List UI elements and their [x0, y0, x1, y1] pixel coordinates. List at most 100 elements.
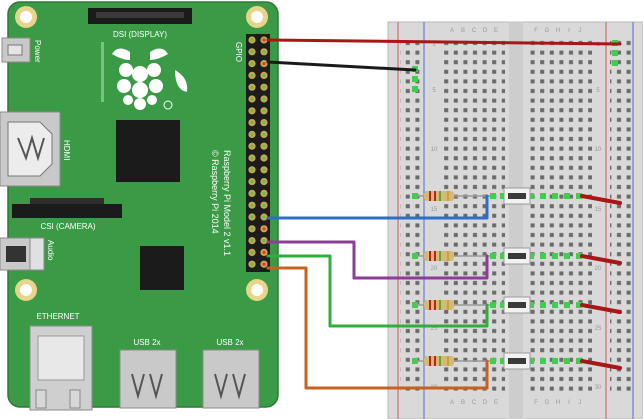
- row-number: 25: [431, 326, 438, 332]
- gpio-pin-center: [250, 38, 254, 42]
- row-number: 10: [595, 147, 602, 153]
- holes-right: [528, 38, 592, 393]
- gpio-pin-center: [250, 132, 254, 136]
- gpio-pin-center: [250, 227, 254, 231]
- row-number: 5: [432, 88, 436, 94]
- gpio-pin-center: [250, 215, 254, 219]
- power-label: Power: [33, 40, 42, 63]
- column-labels-top: A B C D E F G H I J: [450, 28, 582, 34]
- col-label: F: [534, 28, 538, 34]
- push-button: [503, 187, 531, 205]
- gpio-pin-center: [262, 215, 266, 219]
- col-label: I: [568, 400, 570, 406]
- column-labels-bottom: A B C D E F G H I J: [450, 400, 582, 406]
- gpio-pin-center: [262, 132, 266, 136]
- gpio-pin-center: [250, 203, 254, 207]
- row-number: 20: [431, 266, 438, 272]
- wire-blue: [266, 194, 489, 220]
- resistor: [416, 300, 490, 310]
- gpio-pins: [248, 36, 268, 268]
- col-label: A: [450, 28, 454, 34]
- usb1-label: USB 2x: [133, 338, 160, 347]
- col-label: H: [556, 28, 560, 34]
- resistor: [416, 191, 490, 201]
- rail-right: [610, 38, 632, 393]
- dsi-label: DSI (DISPLAY): [113, 30, 167, 39]
- row-number: 10: [431, 147, 438, 153]
- ethernet-label: ETHERNET: [36, 312, 79, 321]
- jumper-wire-red: [580, 303, 622, 314]
- gpio-pin-center: [262, 203, 266, 207]
- push-button: [503, 296, 531, 314]
- gpio-pin-center: [250, 62, 254, 66]
- gpio-pin-center: [262, 85, 266, 89]
- wire-red: [266, 38, 622, 46]
- col-label: E: [494, 400, 498, 406]
- gpio-pin-center: [250, 85, 254, 89]
- gpio-pin-center: [262, 38, 266, 42]
- row-number: 15: [431, 207, 438, 213]
- center-channel: [509, 22, 523, 419]
- gpio-pin-center: [262, 144, 266, 148]
- col-label: E: [494, 28, 498, 34]
- row-number: 15: [595, 207, 602, 213]
- gpio-pin-center: [250, 109, 254, 113]
- soc-chip: [116, 120, 180, 182]
- gpio-pin-center: [262, 97, 266, 101]
- csi-label: CSI (CAMERA): [40, 222, 95, 231]
- push-button: [503, 247, 531, 265]
- mounting-holes: [15, 6, 268, 301]
- usb-port-1: [119, 349, 177, 409]
- row-number: 5: [596, 88, 600, 94]
- push-button: [503, 352, 531, 370]
- wires: [266, 38, 622, 390]
- gpio-pin-center: [250, 50, 254, 54]
- hdmi-label: HDMI: [62, 140, 71, 160]
- col-label: A: [450, 400, 454, 406]
- resistor: [416, 251, 490, 261]
- col-label: F: [534, 400, 538, 406]
- row-number: 30: [595, 385, 602, 391]
- col-label: C: [472, 400, 477, 406]
- small-text-marks: [101, 42, 104, 102]
- gpio-pin-center: [262, 250, 266, 254]
- gpio-pin-center: [250, 144, 254, 148]
- gpio-pin-center: [262, 62, 266, 66]
- row-number: 1: [432, 42, 436, 48]
- col-label: H: [556, 400, 560, 406]
- col-label: B: [461, 400, 465, 406]
- gpio-pin-center: [250, 262, 254, 266]
- row-number: 20: [595, 266, 602, 272]
- gpio-pin-center: [250, 239, 254, 243]
- gpio-pin-center: [250, 121, 254, 125]
- model-label: Raspberry Pi Model 2 v1.1: [222, 150, 232, 256]
- copyright-label: © Raspberry Pi 2014: [210, 150, 220, 234]
- gpio-pin-center: [262, 191, 266, 195]
- jumper-wire-red: [580, 194, 622, 205]
- jumper-wire-red: [580, 359, 622, 370]
- gpio-pin-center: [262, 156, 266, 160]
- gpio-pin-center: [262, 109, 266, 113]
- holes-left: [441, 38, 505, 393]
- rail-left: [400, 38, 422, 393]
- gpio-pin-center: [250, 250, 254, 254]
- gpio-pin-center: [262, 121, 266, 125]
- gpio-pin-center: [250, 97, 254, 101]
- lan-chip: [140, 246, 184, 290]
- gpio-pin-center: [250, 156, 254, 160]
- gpio-header: [246, 34, 270, 272]
- breadboard: A B C D E F G H I J A B C D E F G H I J …: [387, 21, 643, 419]
- col-label: J: [579, 28, 582, 34]
- wire-orange: [266, 266, 489, 390]
- gpio-pin-center: [262, 180, 266, 184]
- gpio-label: GPIO: [234, 42, 243, 62]
- col-label: G: [545, 400, 550, 406]
- wire-green: [266, 254, 489, 328]
- gpio-pin-center: [250, 191, 254, 195]
- gpio-pin-center: [262, 262, 266, 266]
- col-label: C: [472, 28, 477, 34]
- gpio-pin-center: [250, 180, 254, 184]
- col-label: J: [579, 400, 582, 406]
- gpio-pin-center: [250, 73, 254, 77]
